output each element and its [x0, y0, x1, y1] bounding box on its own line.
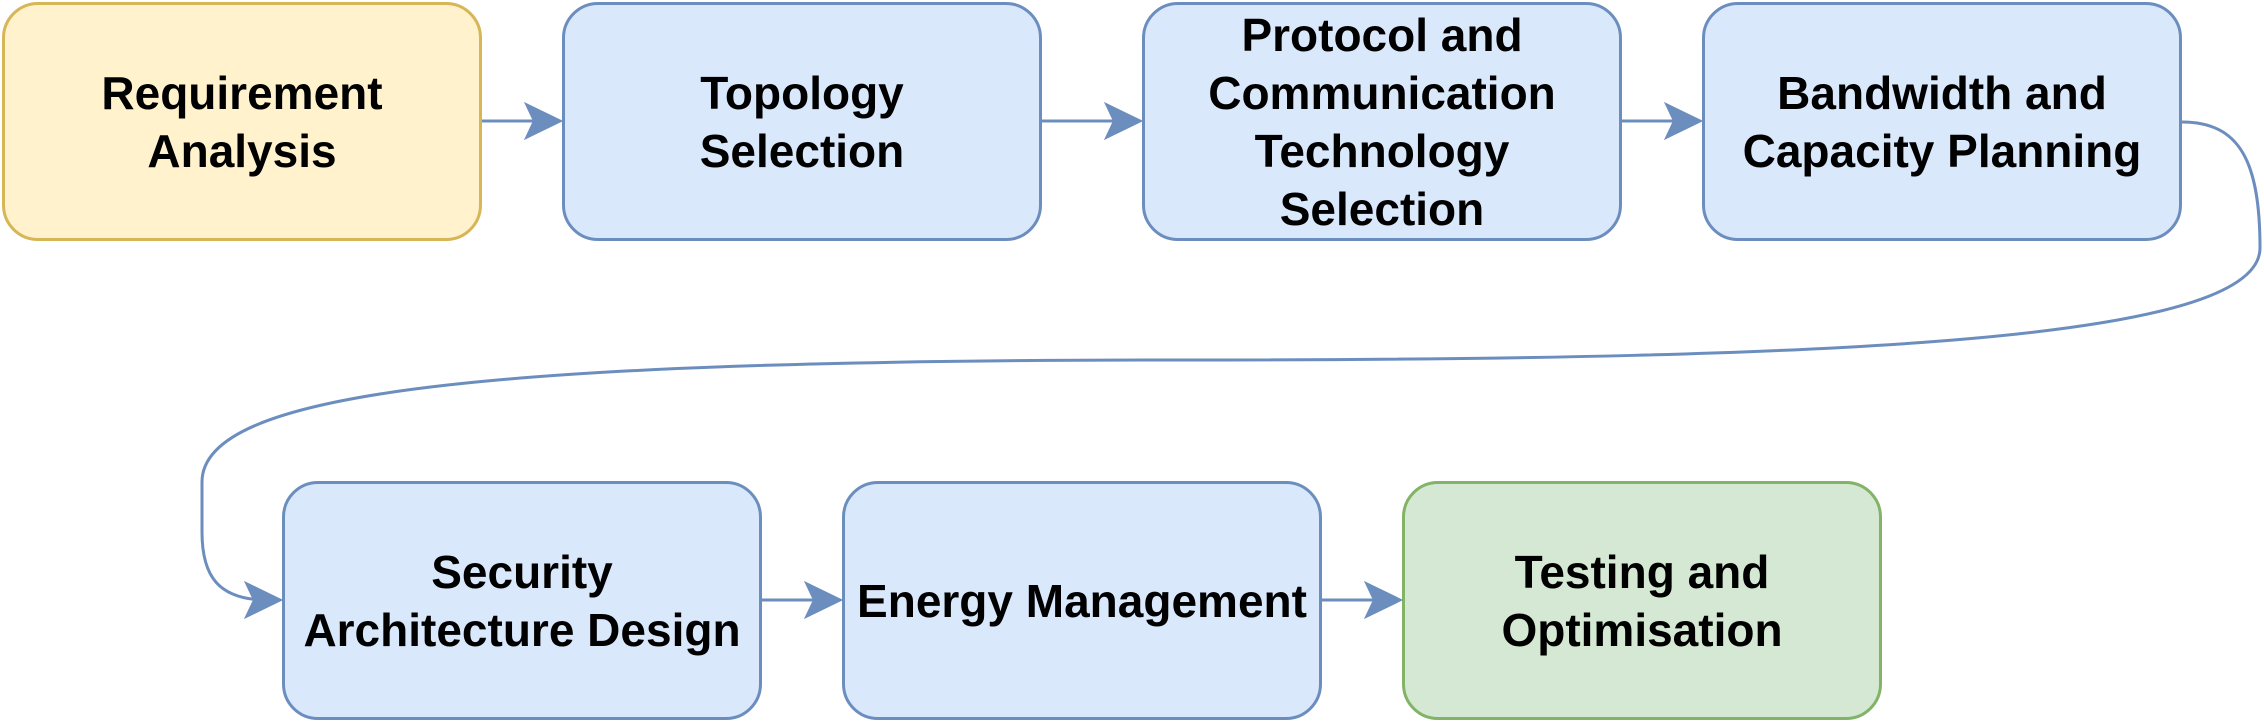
step-security-design: Security Architecture Design	[282, 481, 762, 720]
arrowhead-protocol	[1103, 101, 1144, 141]
step-protocol-selection: Protocol and Communication Technology Se…	[1142, 2, 1622, 241]
step-label: Bandwidth and Capacity Planning	[1742, 66, 2142, 177]
step-label: Protocol and Communication Technology Se…	[1208, 8, 1556, 235]
step-topology-selection: Topology Selection	[562, 2, 1042, 241]
connector-bandwidth-to-security	[200, 120, 2262, 602]
step-testing-optimisation: Testing and Optimisation	[1402, 481, 1882, 720]
arrowhead-topology	[523, 101, 564, 141]
step-label: Energy Management	[857, 574, 1307, 627]
step-bandwidth-planning: Bandwidth and Capacity Planning	[1702, 2, 2182, 241]
step-energy-management: Energy Management	[842, 481, 1322, 720]
arrowhead-bandwidth	[1663, 101, 1704, 141]
arrowhead-testing	[1363, 580, 1404, 620]
step-label: Testing and Optimisation	[1501, 545, 1783, 656]
step-label: Requirement Analysis	[101, 66, 383, 177]
step-label: Topology Selection	[699, 66, 905, 177]
step-label: Security Architecture Design	[303, 545, 741, 656]
arrowhead-security	[243, 580, 284, 620]
arrowhead-energy	[803, 580, 844, 620]
step-requirement-analysis: Requirement Analysis	[2, 2, 482, 241]
